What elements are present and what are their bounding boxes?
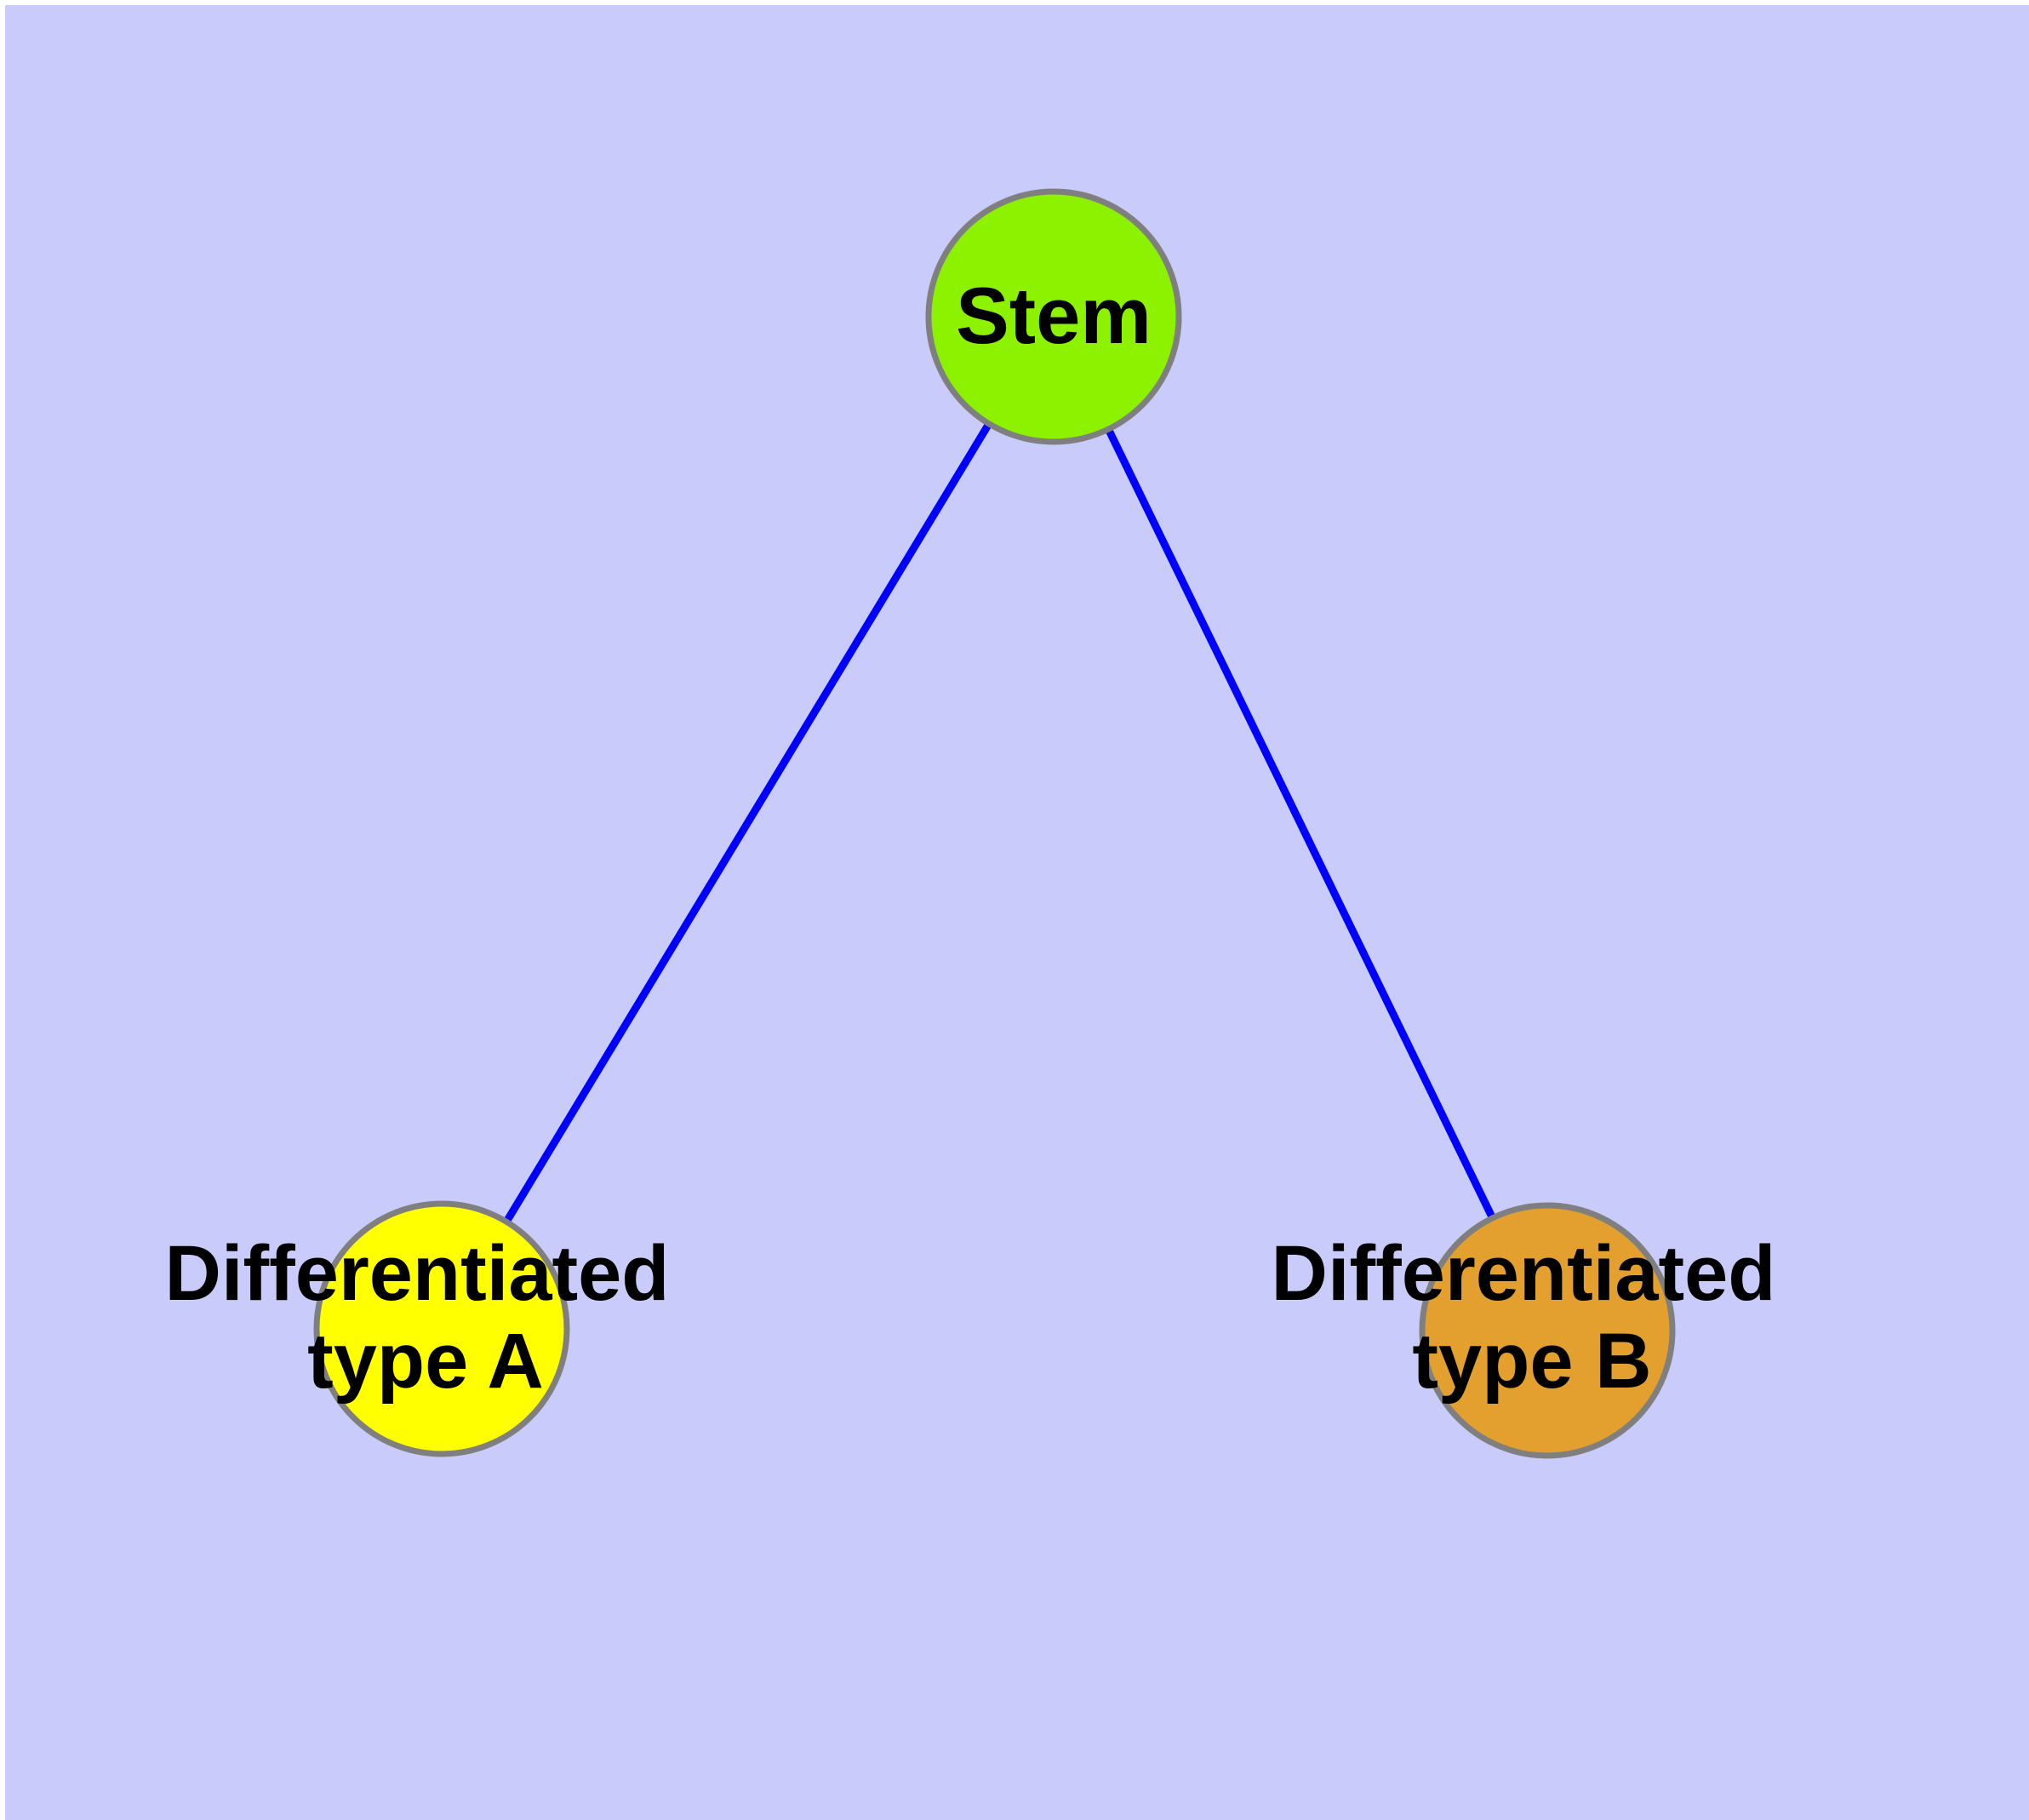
edge-stem-to-differentiated-type-a[interactable] (438, 314, 1057, 1331)
edge-stem-to-differentiated-type-b[interactable] (1049, 315, 1552, 1332)
node-differentiated-type-a-label-line1: Differentiated (165, 1230, 670, 1317)
node-differentiated-type-a[interactable]: Differentiated type A (165, 1200, 670, 1457)
nodes-layer: Stem Differentiated type A Differentiate… (165, 188, 1776, 1459)
node-differentiated-type-b-label-line1: Differentiated (1272, 1230, 1776, 1317)
node-differentiated-type-a-label-line2: type A (307, 1318, 544, 1405)
edges-layer (438, 314, 1552, 1332)
node-differentiated-type-b-circle[interactable] (1419, 1202, 1676, 1459)
node-stem-label: Stem (956, 271, 1152, 360)
node-differentiated-type-b[interactable]: Differentiated type B (1272, 1202, 1776, 1459)
node-stem-circle[interactable] (925, 188, 1182, 445)
node-stem[interactable]: Stem (925, 188, 1182, 445)
node-differentiated-type-b-label-line2: type B (1412, 1318, 1651, 1405)
node-differentiated-type-a-circle[interactable] (313, 1200, 570, 1457)
